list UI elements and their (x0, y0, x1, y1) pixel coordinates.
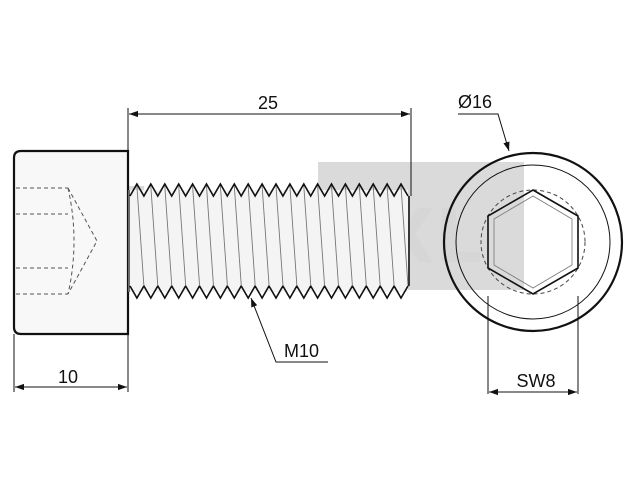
socket-circle (480, 189, 586, 295)
thread-line (275, 185, 284, 287)
thread-line (331, 185, 339, 287)
bolt-head-side-view (12, 149, 130, 336)
thread-line (344, 185, 353, 287)
label-thread: M10 (284, 341, 319, 361)
thread-line (206, 185, 214, 287)
thread-line (136, 185, 145, 287)
bolt-end-view (442, 151, 624, 333)
thread-line (372, 185, 381, 287)
threaded-shank (128, 182, 410, 300)
thread-line (358, 185, 367, 287)
thread-lines (136, 185, 409, 287)
thread-line (247, 185, 256, 287)
label-socket-size: SW8 (516, 371, 555, 391)
thread-line (219, 185, 228, 287)
extension-lines (13, 108, 579, 394)
head-outer-circle (442, 151, 624, 333)
thread-line (261, 185, 270, 287)
thread-line (233, 185, 242, 287)
thread-line (289, 185, 298, 287)
hidden-socket-lines (16, 187, 98, 295)
label-head-diameter: Ø16 (458, 92, 492, 112)
thread-top-profile (129, 182, 409, 198)
hex-socket (487, 189, 579, 295)
dimension-head-length: 10 (15, 367, 127, 391)
dimension-shank-length: 25 (129, 93, 410, 118)
thread-line (150, 185, 159, 287)
thread-line (386, 185, 395, 287)
thread-line (400, 185, 409, 287)
label-head-length: 10 (58, 367, 78, 387)
thread-line (178, 185, 187, 287)
thread-line (317, 185, 326, 287)
label-shank-length: 25 (258, 93, 278, 113)
hex-socket-inner (493, 195, 573, 289)
thread-line (192, 185, 201, 287)
thread-line (303, 185, 312, 287)
thread-line (164, 185, 173, 287)
head-inner-circle (455, 164, 611, 320)
leader-head-diameter: Ø16 (458, 92, 510, 152)
leader-thread: M10 (250, 297, 328, 363)
dimension-socket-size: SW8 (489, 371, 577, 396)
